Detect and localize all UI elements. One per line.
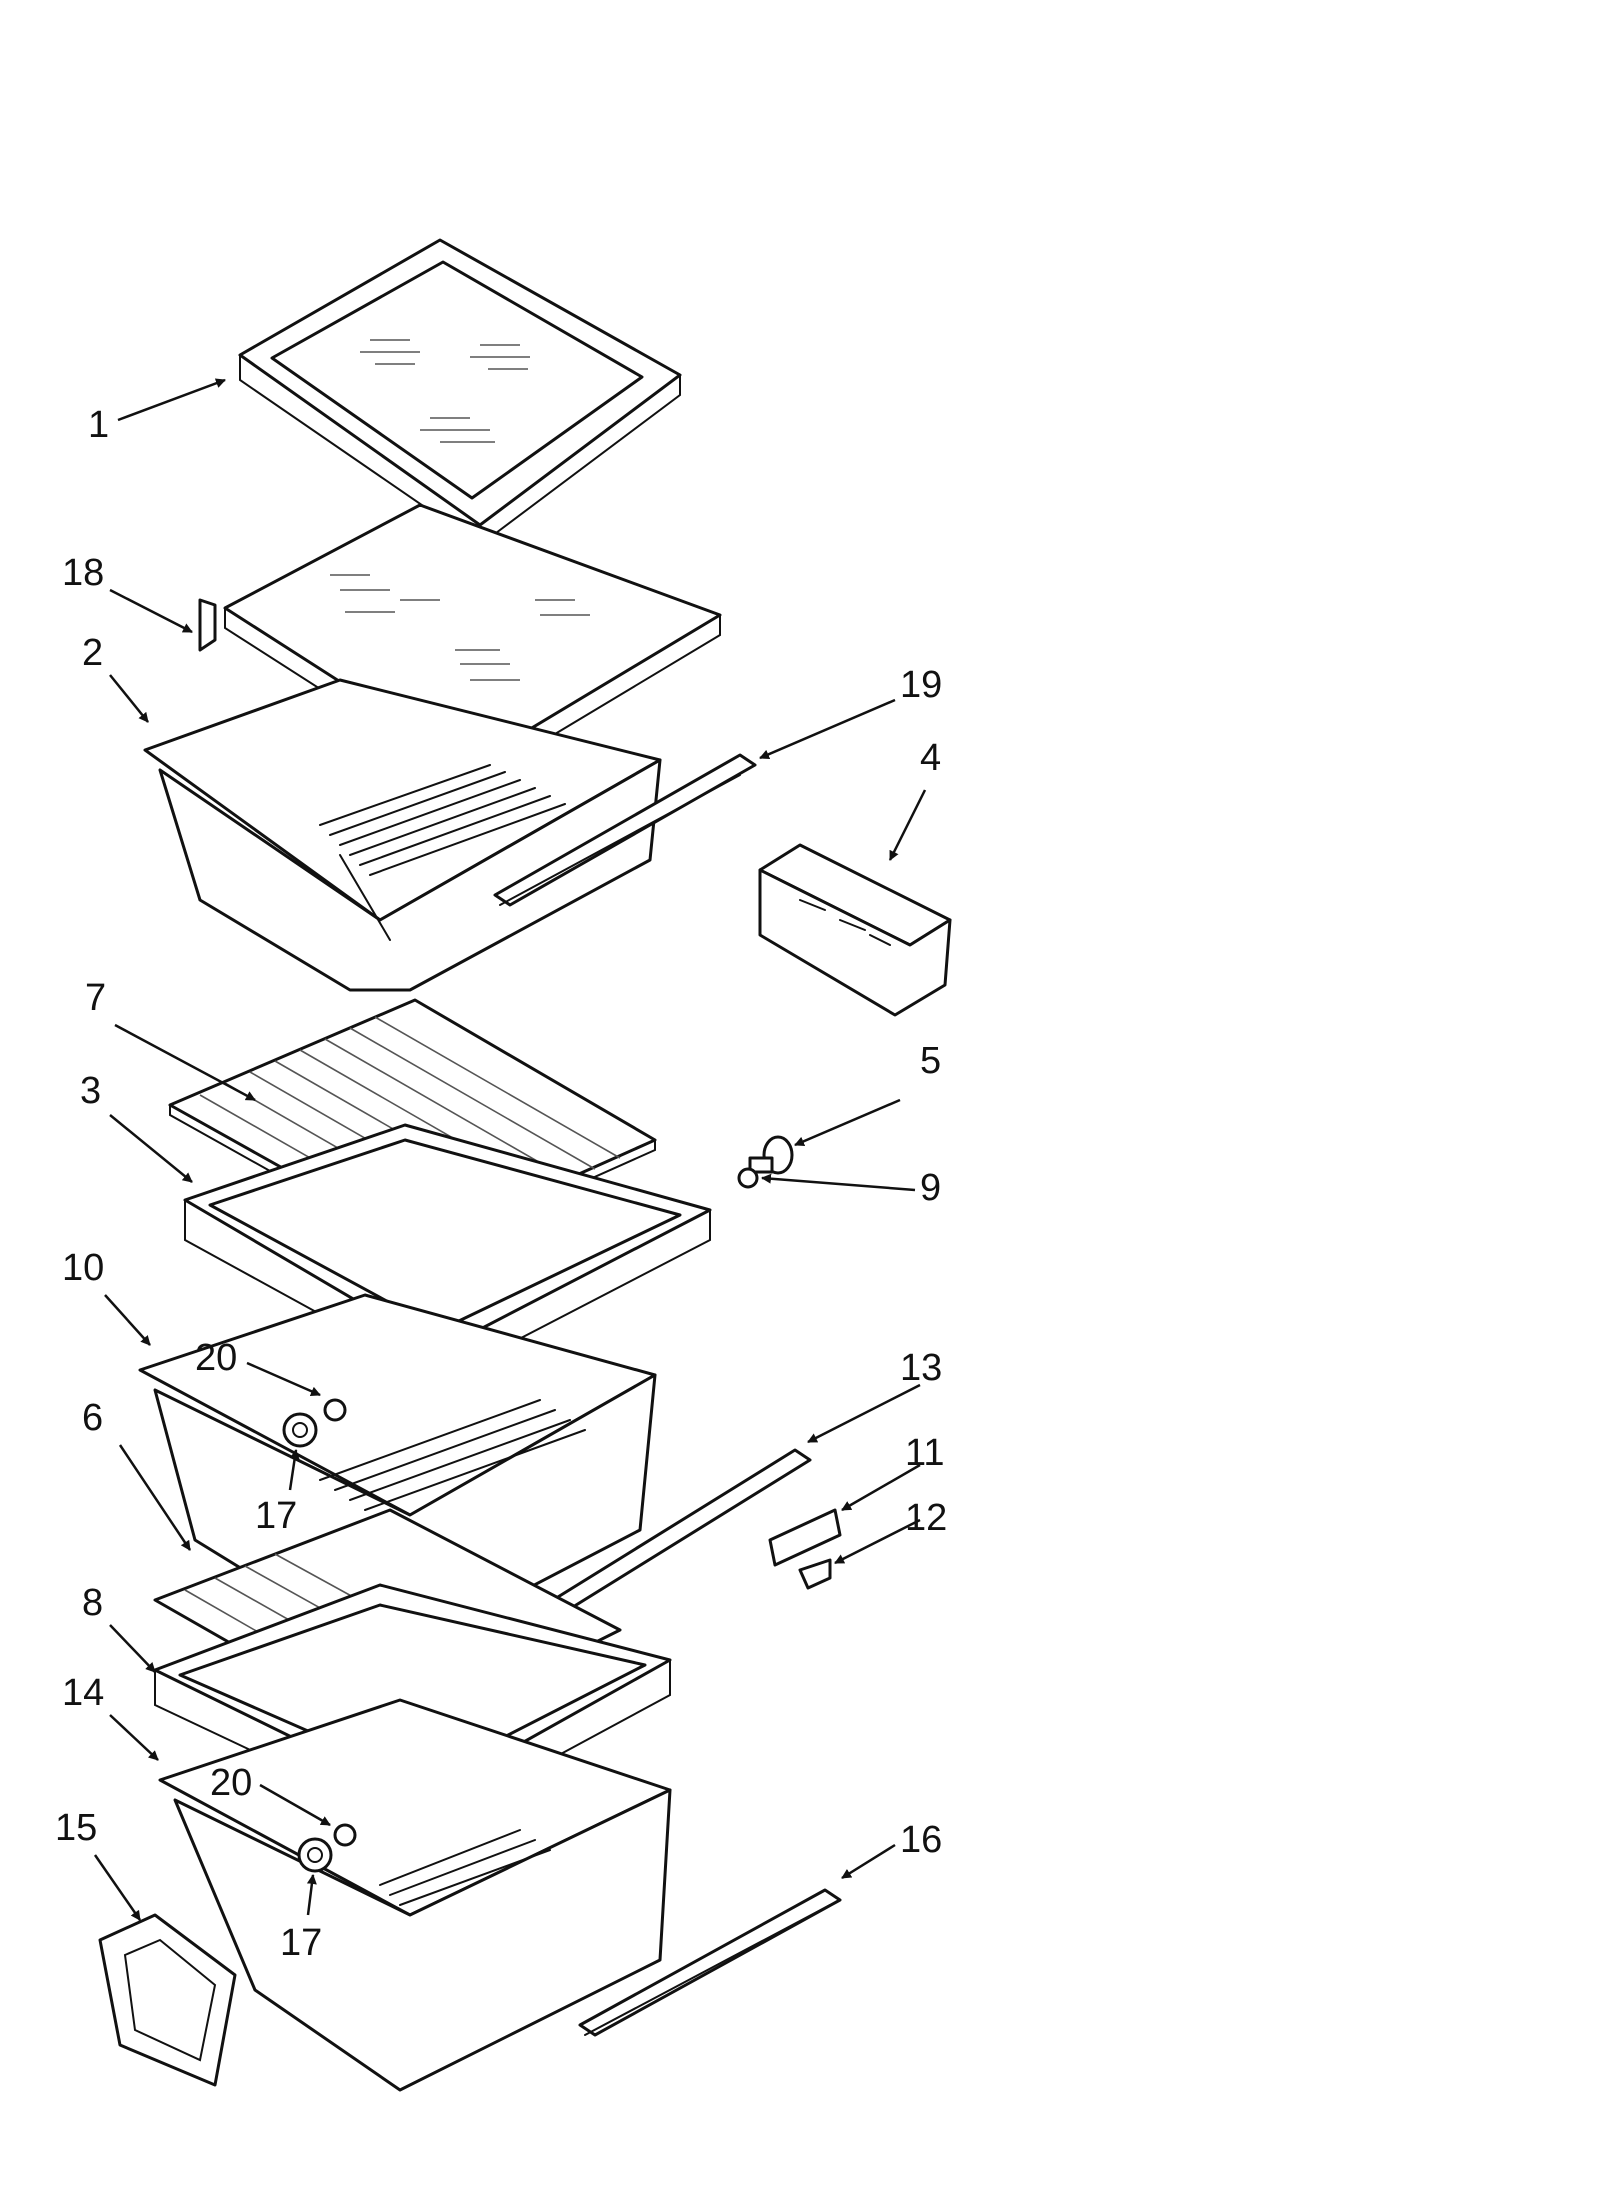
part-2-crisper-drawer	[143, 678, 662, 992]
part-20-roller-upper	[323, 1398, 347, 1422]
callout-4: 4	[920, 737, 941, 779]
callout-11: 11	[905, 1432, 944, 1474]
part-14-crisper-drawer	[158, 1698, 672, 2092]
callout-1: 1	[88, 404, 109, 446]
part-9-screw	[737, 1167, 759, 1189]
callout-20-upper: 20	[195, 1337, 237, 1379]
callout-14: 14	[62, 1672, 104, 1714]
callout-17-lower: 17	[280, 1922, 322, 1964]
part-5-roller	[748, 1135, 794, 1175]
part-12-clip	[798, 1558, 832, 1590]
callout-19: 19	[900, 664, 942, 706]
callout-2: 2	[82, 632, 103, 674]
callout-13: 13	[900, 1347, 942, 1389]
callout-16: 16	[900, 1819, 942, 1861]
callout-10: 10	[62, 1247, 104, 1289]
callout-8: 8	[82, 1582, 103, 1624]
part-17-wheel-upper	[282, 1412, 318, 1448]
callout-9: 9	[920, 1167, 941, 1209]
callout-7: 7	[85, 977, 106, 1019]
callout-12: 12	[905, 1497, 947, 1539]
part-4-utility-bin	[758, 843, 952, 1017]
callout-5: 5	[920, 1040, 941, 1082]
leader-lines	[93, 378, 927, 1921]
part-15-label-card	[98, 1913, 237, 2087]
callout-17-upper: 17	[255, 1495, 297, 1537]
part-1-shelf	[238, 238, 682, 547]
callout-3: 3	[80, 1070, 101, 1112]
part-3-shelf-frame	[183, 1123, 712, 1382]
callout-15: 15	[55, 1807, 97, 1849]
callout-20-lower: 20	[210, 1762, 252, 1804]
part-17-wheel-lower	[297, 1837, 333, 1873]
part-8-shelf-frame	[153, 1583, 672, 1832]
part-11-clip	[768, 1508, 842, 1567]
callout-18: 18	[62, 552, 104, 594]
part-16-drawer-trim	[578, 1888, 842, 2037]
callout-6: 6	[82, 1397, 103, 1439]
part-20-roller-lower	[333, 1823, 357, 1847]
part-19-drawer-trim	[493, 753, 757, 907]
part-18-glass-shelf	[198, 503, 722, 787]
